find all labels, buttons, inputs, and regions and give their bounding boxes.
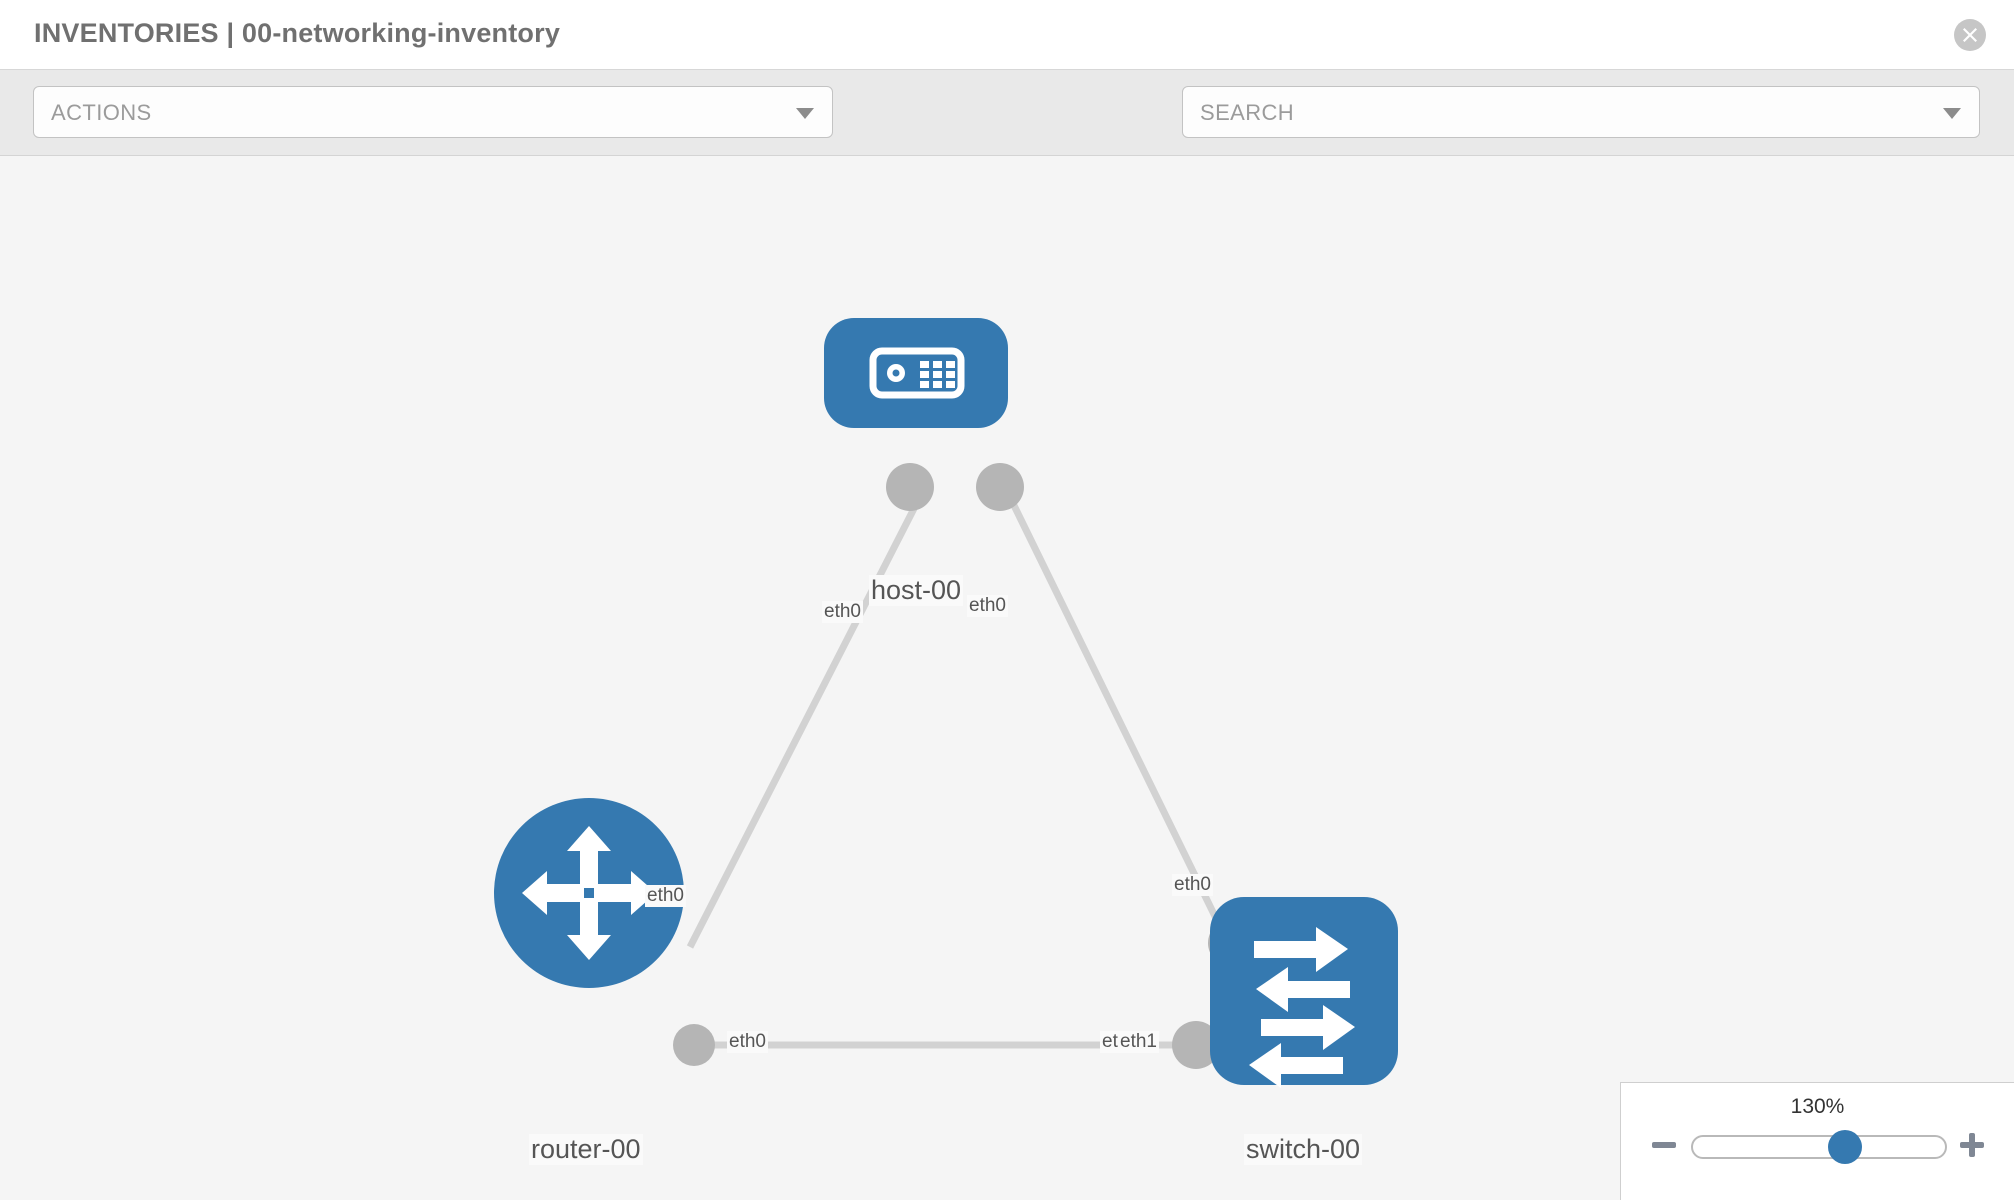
close-icon[interactable] xyxy=(1954,19,1986,51)
zoom-slider[interactable] xyxy=(1691,1130,1947,1164)
page-title: INVENTORIES | 00-networking-inventory xyxy=(34,18,561,48)
toolbar: ACTIONS SEARCH xyxy=(0,70,2014,204)
iface-label-router-up: eth0 xyxy=(645,885,686,907)
zoom-control-panel: 130% xyxy=(1620,1082,2014,1200)
node-router-00[interactable] xyxy=(494,798,684,988)
iface-label-switch-up: eth0 xyxy=(1172,874,1213,896)
node-switch-00[interactable] xyxy=(1210,897,1398,1088)
router-four-arrows-icon xyxy=(522,826,656,960)
node-host-00[interactable] xyxy=(824,318,1008,428)
node-label-switch: switch-00 xyxy=(1244,1134,1363,1165)
actions-dropdown-label: ACTIONS xyxy=(51,100,152,125)
actions-dropdown[interactable]: ACTIONS xyxy=(33,86,833,138)
iface-label-host-left: eth0 xyxy=(822,601,863,623)
connector-switch-left xyxy=(1172,1021,1220,1069)
topology-links xyxy=(686,485,1234,1049)
iface-label-router-right: eth0 xyxy=(727,1031,768,1053)
link-host-switch xyxy=(1001,485,1234,949)
search-input[interactable]: SEARCH xyxy=(1182,86,1980,138)
page-header: INVENTORIES | 00-networking-inventory xyxy=(0,0,2014,70)
chevron-down-icon xyxy=(796,108,814,119)
zoom-out-button[interactable] xyxy=(1649,1130,1679,1160)
connector-host-right xyxy=(976,463,1024,511)
iface-label-host-right: eth0 xyxy=(967,595,1008,617)
connector-host-left xyxy=(886,463,934,511)
topology-connectors xyxy=(673,463,1256,1069)
connector-router-right xyxy=(673,1024,715,1066)
node-label-router: router-00 xyxy=(529,1134,643,1165)
zoom-level-value: 130% xyxy=(1790,1095,1845,1118)
zoom-slider-thumb[interactable] xyxy=(1828,1130,1862,1164)
topology-canvas[interactable]: host-00 router-00 switch-00 eth0 eth0 et… xyxy=(0,157,2014,1200)
iface-label-switch-left: eth1 xyxy=(1118,1031,1159,1053)
chevron-down-icon xyxy=(1943,108,1961,119)
node-label-host: host-00 xyxy=(869,575,964,606)
topology-graph xyxy=(494,318,1398,1088)
link-host-router xyxy=(686,485,929,949)
search-input-placeholder: SEARCH xyxy=(1200,100,1295,125)
switch-exchange-arrows-icon xyxy=(1249,927,1355,1088)
zoom-in-button[interactable] xyxy=(1957,1130,1987,1160)
server-device-icon xyxy=(869,347,965,399)
